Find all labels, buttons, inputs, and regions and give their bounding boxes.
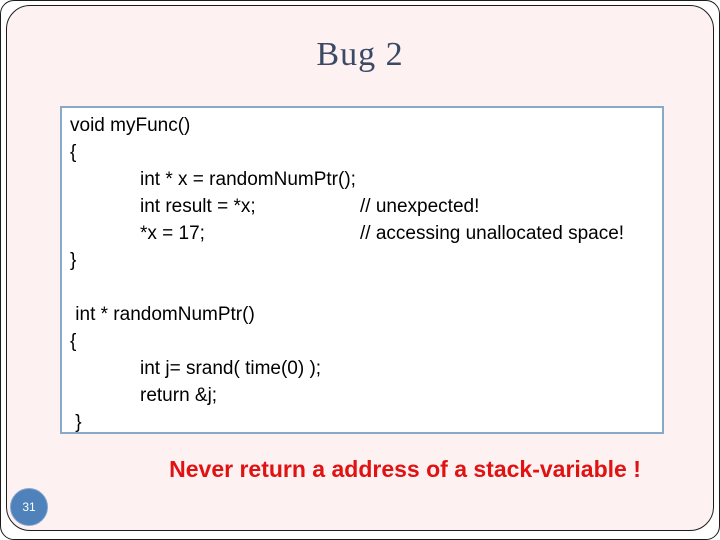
code-text: { bbox=[70, 331, 77, 352]
code-text: int * randomNumPtr() bbox=[70, 304, 255, 325]
code-text: int * x = randomNumPtr(); bbox=[140, 169, 356, 190]
code-text: void myFunc() bbox=[70, 115, 191, 136]
code-comment: // unexpected! bbox=[360, 196, 480, 217]
code-box: void myFunc() { int * x = randomNumPtr()… bbox=[60, 106, 664, 434]
code-line: } bbox=[70, 409, 656, 433]
code-text: { bbox=[70, 142, 77, 163]
code-line: } bbox=[70, 247, 656, 274]
code-line bbox=[70, 274, 656, 301]
page-number: 31 bbox=[22, 500, 36, 514]
code-text: return &j; bbox=[140, 385, 218, 406]
code-line: { bbox=[70, 328, 656, 355]
code-line: void myFunc() bbox=[70, 112, 656, 139]
code-line: return &j; bbox=[70, 382, 656, 409]
code-text: int result = *x; bbox=[140, 196, 256, 217]
slide-title: Bug 2 bbox=[316, 36, 404, 73]
code-line: int * randomNumPtr() bbox=[70, 301, 656, 328]
code-line: int result = *x; // unexpected! bbox=[70, 193, 656, 220]
code-line: { bbox=[70, 139, 656, 166]
code-comment: // accessing unallocated space! bbox=[360, 223, 625, 244]
code-line: *x = 17; // accessing unallocated space! bbox=[70, 220, 656, 247]
code-line: int j= srand( time(0) ); bbox=[70, 355, 656, 382]
warning-text: Never return a address of a stack-variab… bbox=[169, 456, 641, 482]
code-line: int * x = randomNumPtr(); bbox=[70, 166, 656, 193]
code-text: *x = 17; bbox=[140, 223, 205, 244]
code-text: } bbox=[70, 250, 77, 271]
code-text: } bbox=[70, 412, 82, 433]
code-text: int j= srand( time(0) ); bbox=[140, 358, 322, 379]
page-number-badge: 31 bbox=[10, 488, 48, 526]
